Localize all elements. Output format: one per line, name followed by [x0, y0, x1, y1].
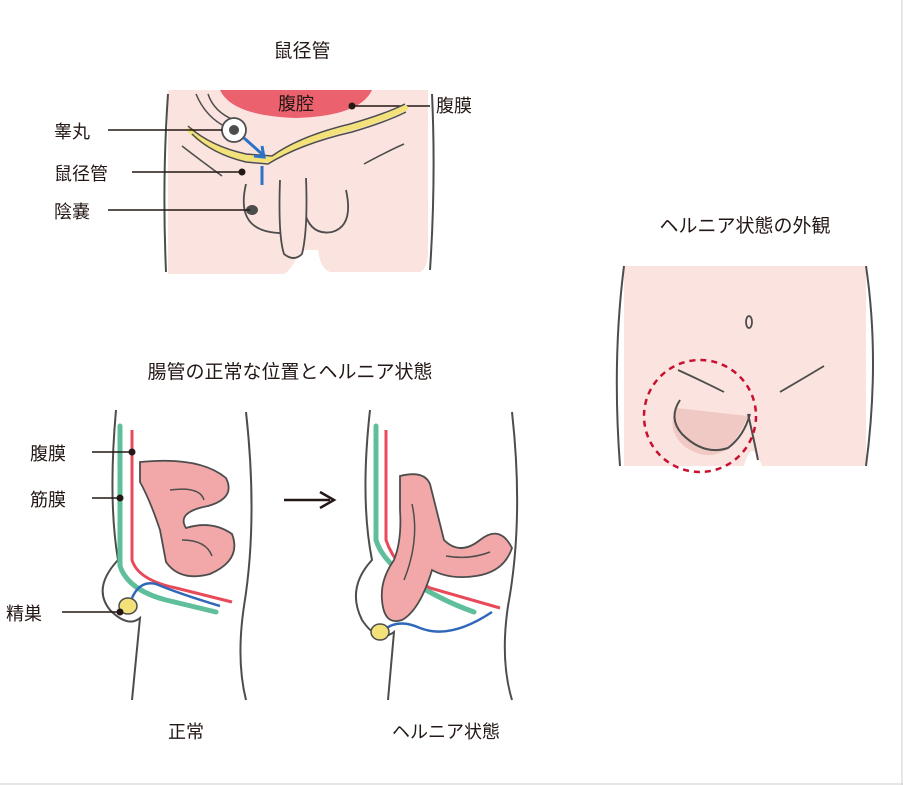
hernia-caption: ヘルニア状態	[392, 722, 500, 743]
fascia-layer-normal	[117, 423, 219, 615]
peritoneum-label-bottom: 腹膜	[30, 444, 66, 465]
normal-state-illustration: 腹膜 筋膜 精巣 正常	[6, 409, 253, 743]
hernia-appearance-diagram: ヘルニア状態の外観	[615, 215, 874, 474]
spermatic-cord-label: 精巣	[6, 604, 42, 625]
abdominal-cavity-shape	[220, 90, 372, 118]
peritoneum-leader-dot	[348, 102, 356, 110]
testis-normal	[118, 597, 138, 615]
navel	[745, 315, 753, 329]
intestine-hernia	[380, 473, 513, 622]
abdominal-cavity-label: 腹腔	[278, 94, 314, 115]
hernia-bulge	[672, 408, 748, 456]
fascia-label: 筋膜	[30, 490, 66, 511]
lower-abdomen-right-outline	[429, 93, 435, 271]
inguinal-canal-diagram: 鼠径管 腹腔 腹膜 睾丸	[54, 40, 472, 274]
intestine-position-diagram: 腸管の正常な位置とヘルニア状態 腹膜 筋膜	[6, 361, 519, 743]
intestine-normal	[139, 459, 236, 578]
transition-arrow	[284, 490, 337, 510]
hernia-state-illustration: ヘルニア状態	[355, 409, 519, 743]
scrotum-label: 陰嚢	[54, 202, 90, 223]
inguinal-canal-band	[187, 105, 408, 164]
vas-deferens-normal	[130, 582, 221, 608]
hernia-appearance-title: ヘルニア状態の外観	[659, 215, 830, 237]
peritoneum-label-top: 腹膜	[436, 96, 472, 117]
testis-hernia	[370, 623, 390, 641]
intestine-position-title: 腸管の正常な位置とヘルニア状態	[147, 361, 432, 383]
descent-arrow-1	[243, 136, 263, 156]
torso-skin	[624, 266, 866, 466]
lower-abdomen-left-outline	[163, 93, 169, 273]
inguinal-canal-label: 鼠径管	[54, 164, 108, 185]
normal-caption: 正常	[168, 722, 204, 743]
hernia-highlight-circle	[642, 358, 758, 474]
peritoneum-layer-normal	[130, 430, 233, 604]
inguinal-canal-title: 鼠径管	[273, 40, 330, 62]
testis-label: 睾丸	[54, 122, 90, 143]
vas-deferens-hernia	[383, 610, 493, 633]
